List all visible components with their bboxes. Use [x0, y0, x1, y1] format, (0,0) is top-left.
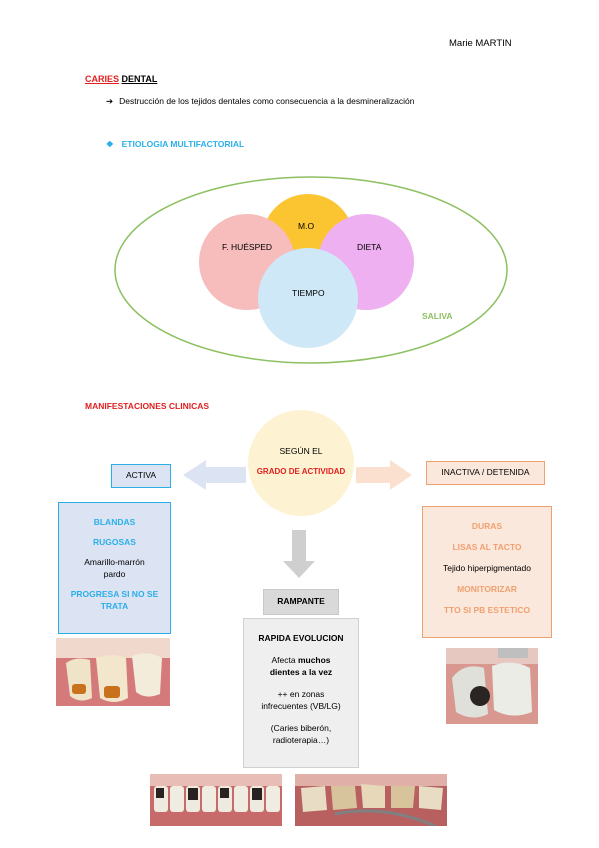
grado-line1: SEGÚN EL: [279, 446, 323, 456]
definition-text: Destrucción de los tejidos dentales como…: [119, 96, 415, 106]
activa-item: PROGRESA SI NO SE: [70, 589, 159, 599]
title-dental: DENTAL: [121, 74, 158, 84]
etiologia-text: ETIOLOGIA MULTIFACTORIAL: [121, 139, 245, 149]
activa-box: ACTIVA: [111, 464, 171, 488]
rampante-text: Afecta muchos dientes a la vez: [244, 654, 358, 679]
rampante-text: ++ en zonas infrecuentes (VB/LG): [244, 688, 358, 713]
activa-item: pardo: [103, 569, 126, 579]
grado-circle: [248, 410, 354, 516]
rampante-line: infrecuentes (VB/LG): [261, 701, 341, 711]
rampante-line: Afecta: [271, 654, 298, 665]
rampante-line-bold: dientes a la vez: [269, 667, 333, 677]
definition-bullet: ➔ Destrucción de los tejidos dentales com…: [106, 96, 414, 107]
arrow-down-icon: [283, 530, 315, 578]
inactiva-item: TTO SI PB ESTETICO: [443, 605, 531, 615]
huesped-label: F. HUÉSPED: [222, 242, 273, 252]
rampante-title: RAPIDA EVOLUCION: [258, 633, 344, 643]
title-caries: CARIES: [85, 74, 120, 84]
etiologia-bullet: ❖ ETIOLOGIA MULTIFACTORIAL: [106, 139, 244, 150]
rampante-line-bold: muchos: [297, 654, 331, 665]
rampante-line: (Caries biberón,: [270, 722, 332, 733]
diamond-bullet-icon: ❖: [106, 139, 114, 149]
grado-line2: GRADO DE ACTIVIDAD: [256, 467, 346, 476]
arrow-right-icon: [356, 460, 412, 490]
inactiva-item: MONITORIZAR: [457, 584, 517, 594]
inactiva-teeth-photo: [446, 648, 538, 724]
tiempo-label: TIEMPO: [292, 288, 325, 298]
rampante-text: (Caries biberón, radioterapia…): [244, 722, 358, 747]
rampante-photo-1: [150, 774, 282, 826]
saliva-label: SALIVA: [422, 311, 453, 321]
etiology-venn-diagram: [114, 176, 508, 364]
inactiva-item: Tejido hiperpigmentado: [443, 563, 531, 573]
inactiva-box: INACTIVA / DETENIDA: [426, 461, 545, 485]
saliva-ellipse: [114, 176, 508, 364]
rampante-line: radioterapia…): [272, 735, 330, 745]
inactiva-item: LISAS AL TACTO: [452, 542, 522, 552]
manifestaciones-heading: MANIFESTACIONES CLINICAS: [85, 401, 210, 411]
dieta-label: DIETA: [357, 242, 382, 252]
rampante-card: RAPIDA EVOLUCION Afecta muchos dientes a…: [243, 618, 359, 768]
rampante-line: ++ en zonas: [277, 688, 325, 699]
activa-card: BLANDAS RUGOSAS Amarillo-marrón pardo PR…: [58, 502, 171, 634]
tiempo-circle: [258, 248, 358, 348]
rampante-photo-2: [295, 774, 447, 826]
activa-item: BLANDAS: [93, 517, 136, 527]
mo-label: M.O: [298, 221, 315, 231]
author-name: Marie MARTIN: [449, 38, 512, 49]
arrow-left-icon: [183, 460, 246, 490]
activa-item: RUGOSAS: [93, 537, 136, 547]
arrow-right-icon: ➔: [106, 96, 114, 106]
rampante-box: RAMPANTE: [263, 589, 339, 615]
section-title: CARIES DENTAL: [85, 74, 157, 84]
activa-item: TRATA: [100, 601, 129, 611]
inactiva-card: DURAS LISAS AL TACTO Tejido hiperpigment…: [422, 506, 552, 638]
activa-item: Amarillo-marrón: [84, 557, 145, 567]
activa-teeth-photo: [56, 638, 170, 706]
inactiva-item: DURAS: [471, 521, 503, 531]
